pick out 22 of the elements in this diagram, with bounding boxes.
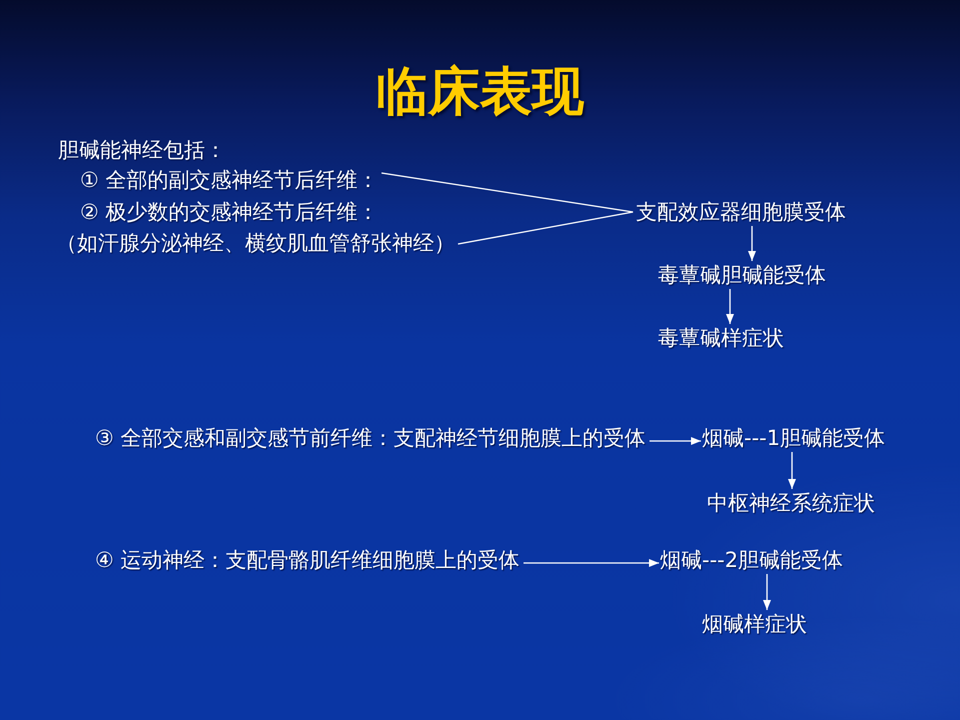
list-item: ③ 全部交感和副交感节前纤维：支配神经节细胞膜上的受体 — [95, 425, 646, 451]
flow-text: 烟碱---2胆碱能受体 — [660, 547, 844, 573]
flow-text: 毒蕈碱胆碱能受体 — [658, 262, 826, 288]
flow-text: 烟碱样症状 — [702, 611, 807, 637]
bracket-line — [381, 172, 634, 213]
arrow — [748, 226, 756, 261]
arrow — [524, 559, 659, 567]
slide-title: 临床表现 — [376, 61, 584, 124]
list-item: ④ 运动神经：支配骨骼肌纤维细胞膜上的受体 — [95, 547, 520, 573]
list-item: ① 全部的副交感神经节后纤维： — [80, 167, 379, 193]
flow-text: 烟碱---1胆碱能受体 — [702, 425, 886, 451]
list-heading: 胆碱能神经包括： — [58, 137, 226, 163]
flow-text: 毒蕈碱样症状 — [658, 325, 784, 351]
arrow — [788, 452, 796, 489]
arrow — [763, 574, 771, 610]
bracket-line — [458, 211, 634, 245]
note-text: （如汗腺分泌神经、横纹肌血管舒张神经） — [56, 230, 455, 256]
list-item: ② 极少数的交感神经节后纤维： — [80, 199, 379, 225]
arrow — [650, 437, 701, 445]
flow-text: 中枢神经系统症状 — [707, 490, 875, 516]
arrow — [726, 289, 734, 324]
flow-text: 支配效应器细胞膜受体 — [636, 199, 846, 225]
